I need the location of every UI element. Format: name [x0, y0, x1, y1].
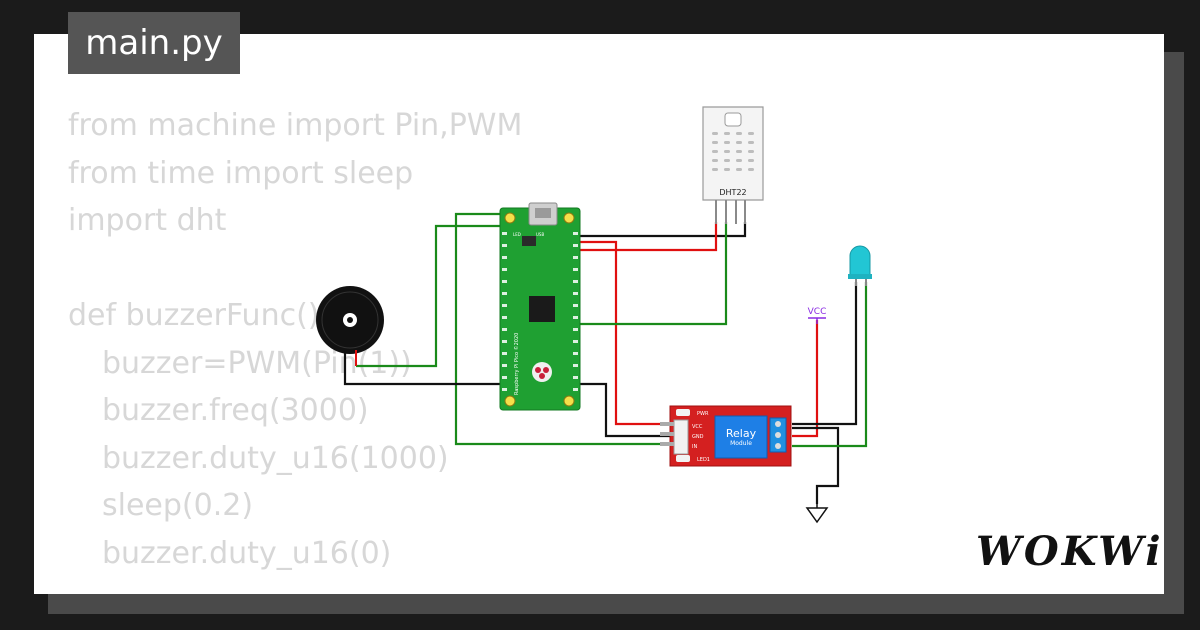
relay-subtitle: Module — [730, 440, 752, 447]
code-line: from time import sleep — [68, 155, 414, 191]
pico-board[interactable]: LED USB Raspberry Pi Pico ©2020 — [499, 202, 581, 411]
code-line: buzzer.duty_u16(0) — [102, 535, 392, 571]
wire-led-cathode — [792, 282, 858, 426]
buzzer[interactable] — [316, 286, 384, 366]
code-line: def buzzerFunc(): — [68, 298, 330, 333]
pico-usb-label: USB — [536, 232, 544, 237]
ground-symbol — [805, 504, 829, 524]
wire-buzzer-signal — [356, 224, 512, 368]
code-line: sleep(0.2) — [102, 488, 254, 523]
wokwi-logo: WOKWi — [976, 528, 1164, 575]
wire-ground — [792, 426, 840, 504]
relay-pin-pwr: PWR — [697, 411, 709, 417]
relay-pin-vcc: VCC — [692, 424, 703, 430]
relay-pin-led1: LED1 — [697, 457, 710, 463]
pico-side-text: Raspberry Pi Pico ©2020 — [513, 333, 520, 395]
vcc-symbol: VCC — [808, 307, 827, 324]
relay-pin-gnd: GND — [692, 434, 704, 440]
relay-module[interactable]: PWR VCC GND IN LED1 Relay Module — [660, 405, 792, 467]
relay-title: Relay — [726, 427, 757, 440]
code-line: buzzer.freq(3000) — [102, 393, 369, 428]
code-preview: from machine import Pin,PWM from time imp… — [68, 102, 522, 577]
pico-led-label: LED — [513, 232, 521, 237]
code-line: from machine import Pin,PWM — [68, 108, 523, 143]
wire-buzzer-gnd — [343, 352, 670, 438]
project-preview-card[interactable]: from machine import Pin,PWM from time imp… — [34, 34, 1164, 594]
wires — [343, 212, 868, 504]
wire-relay-vcc — [575, 240, 670, 426]
relay-pin-in: IN — [692, 444, 697, 450]
led[interactable] — [848, 245, 872, 286]
file-tab-main-py[interactable]: main.py — [68, 12, 240, 74]
wire-relay-in — [454, 212, 670, 446]
wire-led-anode — [792, 282, 868, 448]
wire-dht-data — [575, 222, 728, 326]
vcc-label: VCC — [808, 307, 827, 317]
code-line: import dht — [68, 203, 227, 238]
wire-dht-vcc — [575, 222, 718, 252]
wire-dht-gnd — [575, 222, 747, 238]
wire-vcc-com — [792, 320, 819, 438]
dht22-label: DHT22 — [719, 188, 746, 197]
circuit-diagram[interactable]: LED USB Raspberry Pi Pico ©2020 DHT — [34, 34, 1164, 594]
dht22-sensor[interactable]: DHT22 — [702, 106, 764, 224]
code-line: buzzer.duty_u16(1000) — [102, 440, 449, 476]
